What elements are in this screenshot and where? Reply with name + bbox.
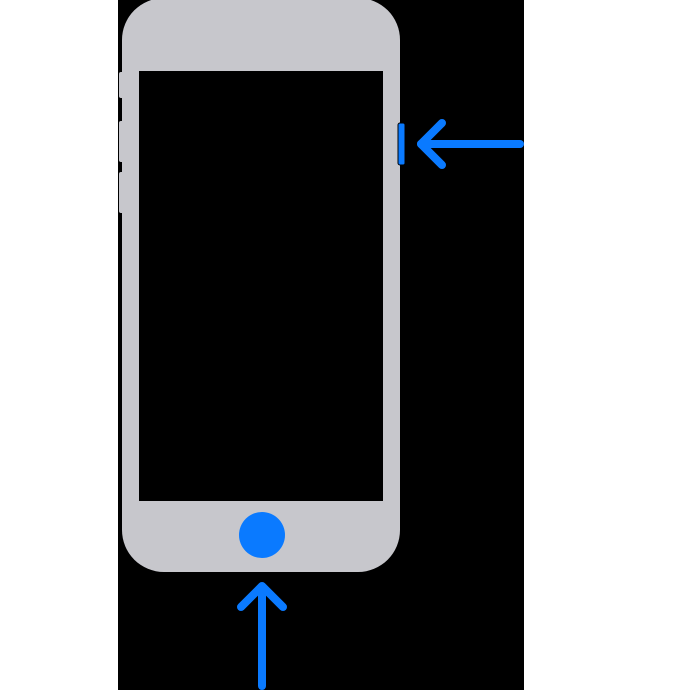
arrow-home-icon (237, 582, 287, 690)
device-screen (139, 71, 383, 501)
side-button (397, 122, 406, 166)
arrow-side-icon (417, 119, 524, 169)
home-button (239, 512, 285, 558)
